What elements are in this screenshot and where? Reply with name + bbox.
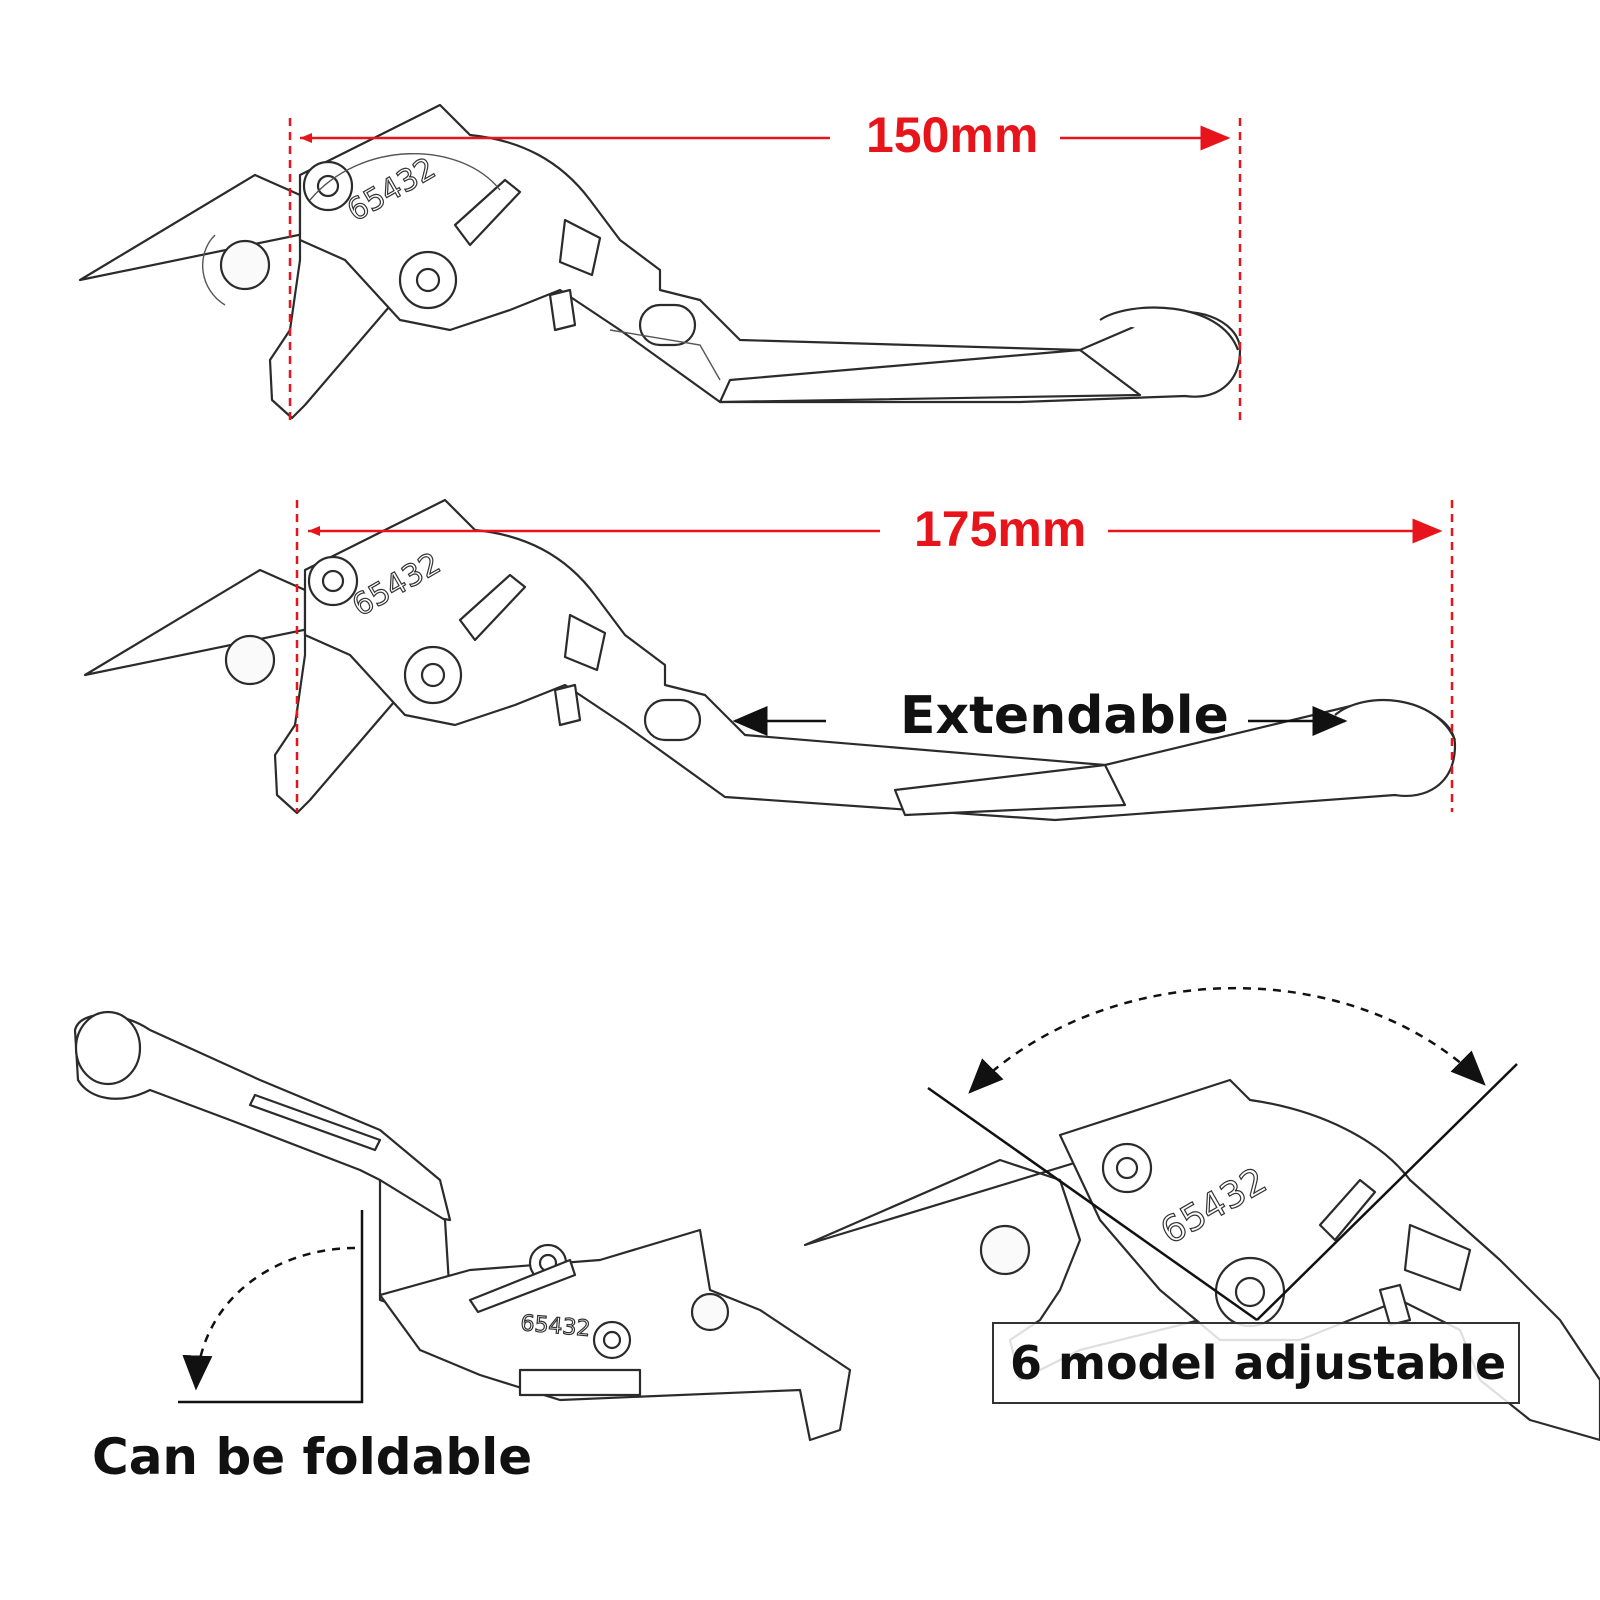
adjustable-label: 6 model adjustable — [992, 1322, 1520, 1404]
dial-numbers-folded: 65432 — [519, 1311, 591, 1342]
dimension-label-short: 150mm — [856, 106, 1049, 164]
adjust-range-line-left — [927, 1086, 1258, 1322]
adjust-range-line-right — [1256, 1063, 1518, 1321]
lever-long-illustration: 65432 — [83, 498, 1457, 822]
dimension-label-long: 175mm — [904, 500, 1097, 558]
fold-bracket — [178, 1210, 364, 1404]
lever-adjustable-illustration: 65432 — [803, 1078, 1600, 1442]
adjust-arc-arrow — [968, 986, 1486, 1094]
fold-arc-arrow — [182, 1246, 356, 1391]
extendable-label: Extendable — [900, 686, 1229, 746]
lever-short-illustration: 65432 — [78, 103, 1242, 420]
foldable-label: Can be foldable — [92, 1428, 533, 1486]
lever-folded-illustration: 65432 — [73, 1010, 852, 1442]
